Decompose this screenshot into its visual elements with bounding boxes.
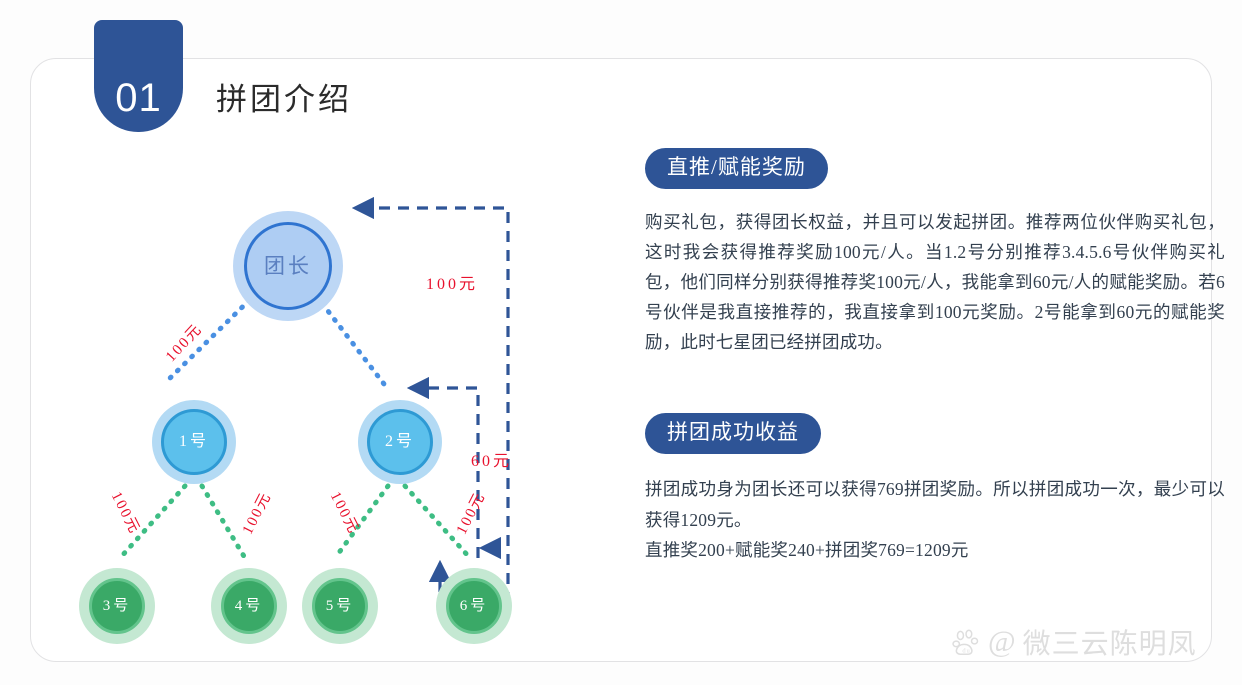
section-number-tab: 01 xyxy=(94,20,183,132)
node-ring xyxy=(367,409,433,475)
section-formula: 直推奖200+赋能奖240+拼团奖769=1209元 xyxy=(645,539,969,560)
page-title: 拼团介绍 xyxy=(216,82,352,117)
arrow-to-2 xyxy=(406,376,480,558)
svg-text:du: du xyxy=(962,647,970,654)
baidu-paw-icon: du xyxy=(952,629,979,655)
content-card xyxy=(30,58,1212,662)
node-ring xyxy=(312,578,368,634)
tree-node-5[interactable]: 5号 xyxy=(302,568,378,644)
edge-root-to-2 xyxy=(295,269,387,387)
section-badge: 拼团成功收益 xyxy=(645,413,821,455)
section-paragraph: 拼团成功身为团长还可以获得769拼团奖励。所以拼团成功一次，最少可以获得1209… xyxy=(645,479,1225,530)
node-ring xyxy=(161,409,227,475)
tree-node-6[interactable]: 6号 xyxy=(436,568,512,644)
edge-label-arrow-to-2: 60元 xyxy=(471,453,513,470)
edge-label-arrow-to-root: 100元 xyxy=(426,276,479,293)
section-paragraph: 购买礼包，获得团长权益，并且可以发起拼团。推荐两位伙伴购买礼包，这时我会获得推荐… xyxy=(645,212,1225,353)
info-panel: 直推/赋能奖励 购买礼包，获得团长权益，并且可以发起拼团。推荐两位伙伴购买礼包，… xyxy=(645,148,1225,565)
node-ring xyxy=(244,222,332,310)
tree-node-4[interactable]: 4号 xyxy=(211,568,287,644)
tree-node-2[interactable]: 2号 xyxy=(358,400,442,484)
section-badge: 直推/赋能奖励 xyxy=(645,148,828,189)
watermark: du @ 微三云陈明凤 xyxy=(952,622,1197,662)
tree-node-leader[interactable]: 团长 xyxy=(233,211,343,321)
section-number: 01 xyxy=(115,76,162,120)
watermark-text: 微三云陈明凤 xyxy=(1022,629,1197,660)
node-ring xyxy=(221,578,277,634)
edge-1-to-3 xyxy=(117,483,188,561)
tree-node-3[interactable]: 3号 xyxy=(79,568,155,644)
section-group-success-income: 拼团成功收益 拼团成功身为团长还可以获得769拼团奖励。所以拼团成功一次，最少可… xyxy=(645,413,1225,564)
edge-root-to-1 xyxy=(161,269,281,387)
tree-node-1[interactable]: 1号 xyxy=(152,400,236,484)
watermark-at: @ xyxy=(988,625,1017,658)
section-direct-reward: 直推/赋能奖励 购买礼包，获得团长权益，并且可以发起拼团。推荐两位伙伴购买礼包，… xyxy=(645,148,1225,357)
edge-2-to-6 xyxy=(402,483,473,561)
node-ring xyxy=(446,578,502,634)
referral-tree-diagram: 团长 1号 2号 3号 4号 5号 6号 100元 100元 60元 100元 … xyxy=(30,58,590,662)
node-ring xyxy=(89,578,145,634)
edge-1-to-4 xyxy=(199,483,248,561)
